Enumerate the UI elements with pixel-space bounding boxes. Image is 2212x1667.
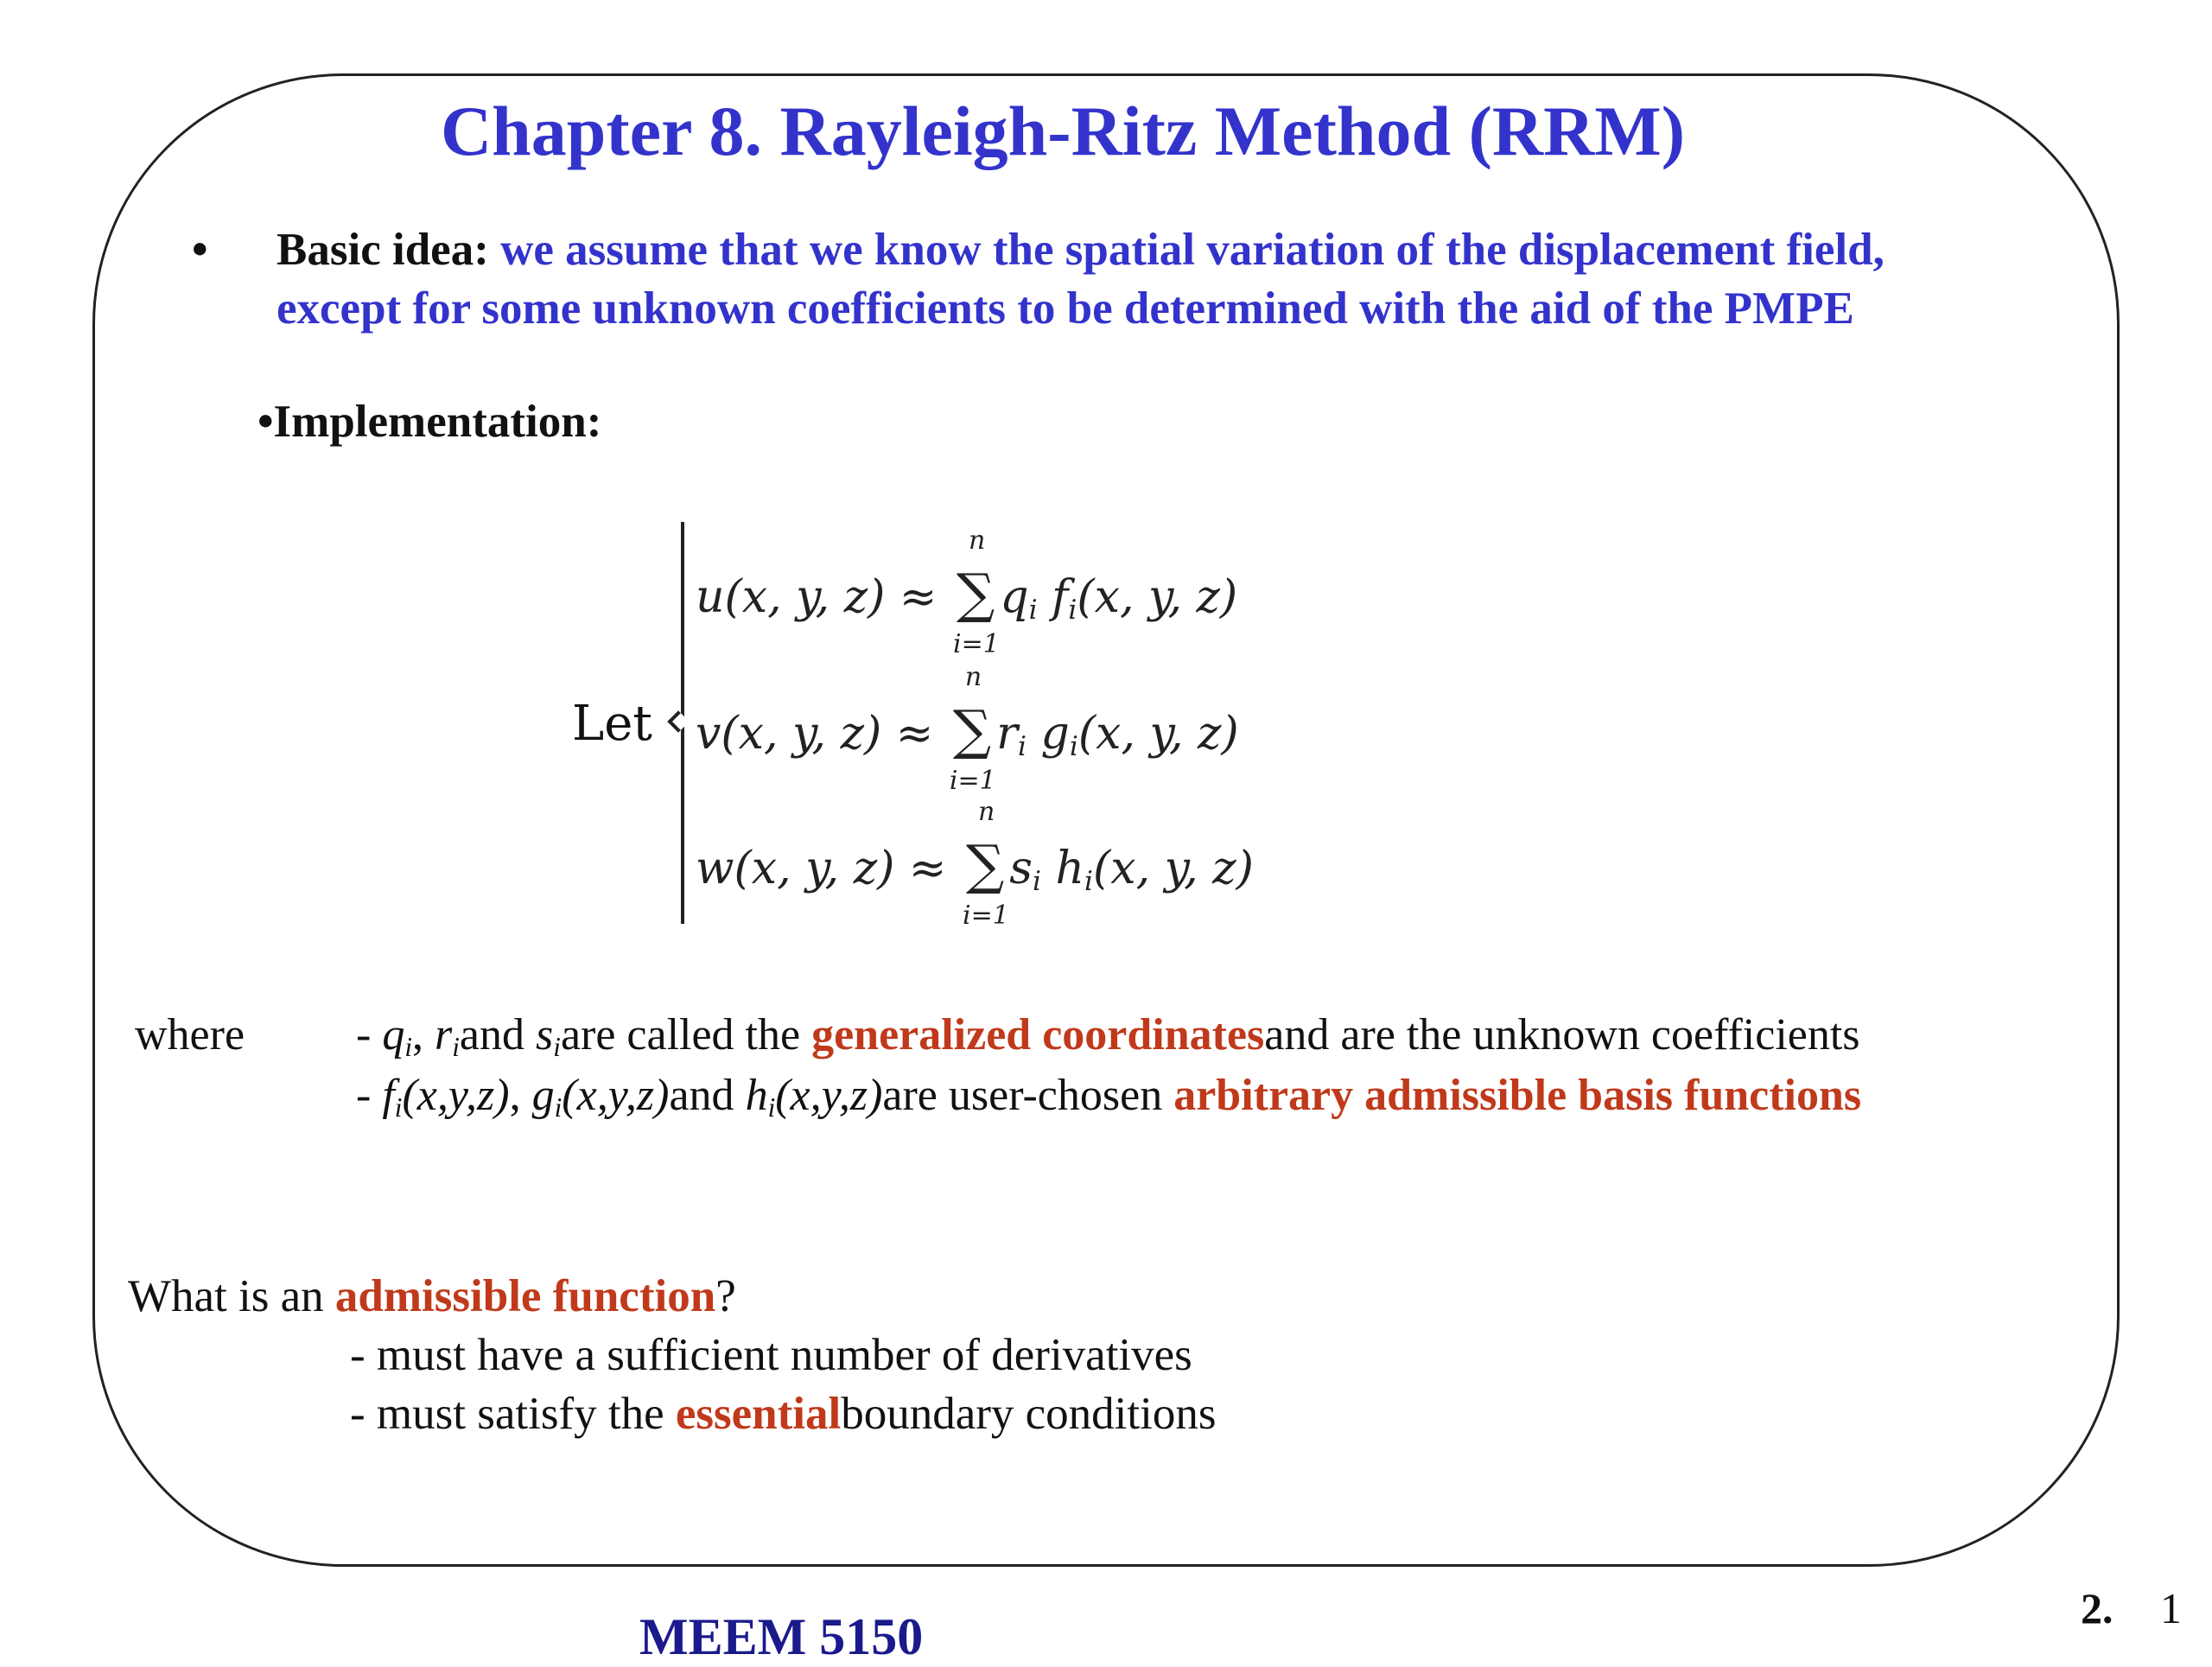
sum-lower: i=1 [963,900,1009,931]
page-number: 1 [2160,1584,2182,1632]
basic-idea-line1: we assume that we know the spatial varia… [500,225,1885,275]
subscript: i [1084,865,1093,897]
sum-upper: n [964,662,982,692]
subscript: i [1028,594,1038,626]
args: (x, y, z) [1077,571,1238,623]
sigma: ∑ [952,698,992,761]
where-line-2: - fi(x,y,z), gi(x,y,z)and hi(x,y,z)are u… [356,1070,1861,1123]
question-mark: ? [715,1271,736,1321]
equation-lhs: w(x, y, z) ≈ [696,843,947,894]
var-s: s [536,1010,554,1059]
subscript: i [554,1091,563,1123]
subscript: i [404,1031,412,1062]
func-f: f [382,1071,395,1120]
admissible-function-highlight: admissible function [334,1271,716,1321]
comma: , [412,1010,435,1059]
and-text: and [669,1071,746,1120]
comma: , [509,1071,532,1120]
admissible-question: What is an admissible function? [128,1270,736,1322]
sum-symbol-icon: n ∑ i=1 [953,525,1000,659]
subscript: i [1032,865,1041,897]
args: (x,y,z) [562,1071,670,1120]
args: (x,y,z) [775,1071,883,1120]
slide-title: Chapter 8. Rayleigh-Ritz Method (RRM) [440,92,1686,170]
mid-text: are called the [560,1010,812,1059]
coef: r [996,708,1019,760]
question-prefix: What is an [128,1271,335,1321]
subscript: i [767,1091,776,1123]
subscript: i [394,1091,403,1123]
dash: - [356,1010,383,1059]
sum-upper: n [978,797,995,827]
where-line-1: - qi, riand siare called the generalized… [356,1009,1860,1063]
subscript: i [1068,594,1077,626]
basis-functions-highlight: arbitrary admissible basis functions [1173,1071,1862,1120]
basic-idea-block: Basic idea: we assume that we know the s… [276,220,1885,338]
coef: s [1009,843,1033,894]
sum-symbol-icon: n ∑ i=1 [950,662,996,796]
sum-upper: n [969,525,986,556]
args: (x, y, z) [1092,843,1254,894]
generalized-coordinates-highlight: generalized coordinates [811,1010,1265,1059]
sum-lower: i=1 [953,629,1000,659]
and-text: and [459,1010,537,1059]
var-r: r [435,1010,453,1059]
coef: q [1000,571,1029,623]
subscript: i [553,1031,561,1062]
sum-lower: i=1 [949,766,996,796]
basis-func: h [1055,843,1085,894]
var-q: q [382,1010,405,1059]
func-g: g [531,1071,555,1120]
equation-lhs: v(x, y, z) ≈ [696,708,934,760]
admissible-item-1: - must have a sufficient number of deriv… [350,1330,1192,1380]
sum-symbol-icon: n ∑ i=1 [963,797,1009,931]
args: (x,y,z) [402,1071,510,1120]
where-label: where [135,1010,245,1059]
args: (x, y, z) [1077,708,1239,760]
basic-idea-label: Basic idea: [276,225,489,275]
sigma: ∑ [957,562,995,625]
suffix-text: and are the unknown coefficients [1264,1010,1860,1059]
admissible-item-2: - must satisfy the essentialboundary con… [350,1388,1216,1440]
item-prefix: - must satisfy the [350,1389,676,1439]
subscript: i [452,1031,460,1062]
basic-idea-line2: except for some unknown coefficients to … [276,283,1854,334]
mid-text: are user-chosen [882,1071,1174,1120]
subscript: i [1018,730,1027,762]
essential-highlight: essential [675,1389,842,1439]
dash: - [356,1071,383,1120]
let-label: Let [572,696,652,752]
chapter-number: 2. [2081,1584,2113,1632]
bullet-icon: • [192,225,208,275]
course-code: MEEM 5150 [639,1608,924,1665]
basis-func: g [1040,708,1070,760]
func-h: h [745,1071,768,1120]
equation-lhs: u(x, y, z) ≈ [696,571,938,623]
basis-func: f [1052,571,1069,623]
sigma: ∑ [966,833,1005,896]
subscript: i [1069,730,1078,762]
implementation-heading: •Implementation: [257,397,602,447]
slide-frame [92,73,2120,1567]
item-suffix: boundary conditions [841,1389,1217,1439]
